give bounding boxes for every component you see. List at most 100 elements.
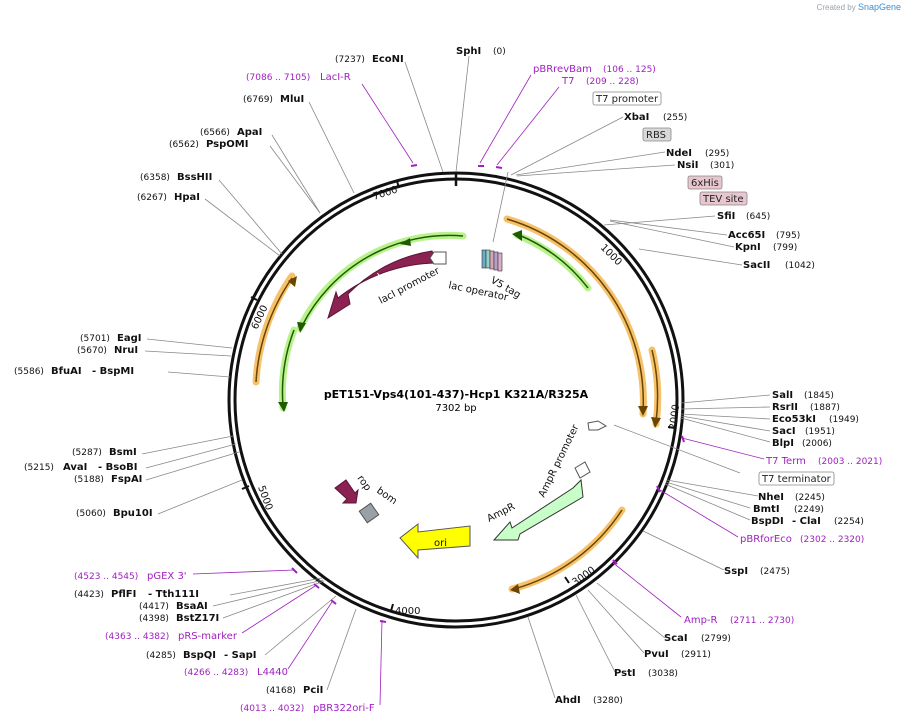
site-label-AvaI: AvaI — [63, 462, 87, 473]
site-coord-BssHII: (6358) — [140, 173, 170, 183]
primer-coord-LacI-R: (7086 .. 7105) — [246, 73, 310, 83]
svg-text:T7 terminator: T7 terminator — [761, 474, 832, 485]
primer-label-T7: T7 — [561, 76, 574, 87]
site-coord-NdeI: (295) — [705, 149, 729, 159]
site-label-Acc65I: Acc65I — [728, 230, 765, 241]
primer-coord-L4440: (4266 .. 4283) — [184, 668, 248, 678]
site-coord-ScaI: (2799) — [701, 634, 731, 644]
site-coord-FspAI: (5188) — [74, 475, 104, 485]
rop-feature — [334, 479, 359, 504]
site-coord-BsaAI: (4417) — [139, 602, 169, 612]
primer-label-pGEX3: pGEX 3' — [147, 571, 187, 582]
credit-prefix: Created by — [816, 3, 856, 12]
enzyme-leader-lines — [141, 55, 771, 699]
site-coord-NruI: (5670) — [77, 346, 107, 356]
site-coord-PciI: (4168) — [266, 686, 296, 696]
boxed-label-6xhis: 6xHis — [687, 175, 723, 190]
orf-arrow-bottom-head — [510, 584, 520, 594]
bom-label: bom — [374, 485, 399, 507]
laci-promoter-arrow — [429, 251, 447, 265]
orf-arrow-left-head — [288, 276, 297, 287]
tick-label-3000: 3000 — [570, 565, 597, 589]
site-coord-BstZ17I: (4398) — [139, 614, 169, 624]
site-coord-SspI: (2475) — [760, 567, 790, 577]
t7-term-arrow — [587, 420, 608, 431]
site-label-BmtI: BmtI — [753, 504, 780, 515]
site-label-BstZ17I: BstZ17I — [176, 613, 219, 624]
boxed-label-t7-promoter: T7 promoter — [592, 91, 662, 106]
site-coord-Eco53kI: (1949) — [829, 415, 859, 425]
site-coord-BsmI: (5287) — [72, 448, 102, 458]
site-coord-PflFI: (4423) — [74, 590, 104, 600]
site-coord-EagI: (5701) — [80, 334, 110, 344]
site-label-ClaI: - ClaI — [792, 516, 821, 527]
tick-label-2000: 2000 — [668, 404, 682, 431]
site-label-PflFI: PflFI — [111, 589, 136, 600]
primer-coord-T7: (209 .. 228) — [586, 77, 639, 87]
site-coord-MluI: (6769) — [243, 95, 273, 105]
site-label-AhdI: AhdI — [555, 695, 581, 706]
site-label-SfiI: SfiI — [717, 211, 735, 222]
green-arrow-upper — [518, 234, 589, 289]
primer-label-pBRforEco: pBRforEco — [740, 534, 792, 545]
site-label-Eco53kI: Eco53kI — [772, 414, 816, 425]
site-label-NdeI: NdeI — [666, 148, 692, 159]
ampr-feature — [492, 478, 584, 541]
green-arrow-left — [281, 329, 295, 407]
site-label-FspAI: FspAI — [111, 474, 142, 485]
site-label-BspQI: BspQI — [183, 650, 216, 661]
bom-feature — [358, 502, 380, 524]
snapgene-logo-text: SnapGene — [857, 2, 901, 12]
site-label-NruI: NruI — [114, 345, 138, 356]
green-arrow-left-head — [278, 402, 288, 412]
orf-arrow-main — [506, 218, 645, 413]
site-label-ApaI: ApaI — [237, 127, 262, 138]
tick-label-4000: 4000 — [395, 606, 420, 617]
site-label-NheI: NheI — [758, 492, 784, 503]
site-coord-Bpu10I: (5060) — [76, 509, 106, 519]
site-coord-RsrII: (1887) — [810, 403, 840, 413]
site-label-BssHII: BssHII — [177, 172, 212, 183]
tick-marks — [241, 180, 676, 612]
primer-coord-pRS-marker: (4363 .. 4382) — [105, 632, 169, 642]
green-arrow-top-head — [297, 322, 306, 333]
primer-label-pRS-marker: pRS-marker — [178, 631, 238, 642]
site-label-SacII: SacII — [743, 260, 770, 271]
site-label-RsrII: RsrII — [772, 402, 798, 413]
site-label-BspMI: - BspMI — [92, 366, 134, 377]
boxed-label-rbs: RBS — [642, 127, 672, 142]
green-arrow-top — [301, 234, 464, 327]
orf-arrow-right-head — [651, 417, 661, 428]
svg-text:6xHis: 6xHis — [691, 178, 719, 189]
ori-feature — [399, 522, 471, 560]
site-coord-BlpI: (2006) — [802, 439, 832, 449]
svg-text:T7 promoter: T7 promoter — [595, 94, 659, 105]
site-coord-SalI: (1845) — [804, 391, 834, 401]
site-label-BsoBI: - BsoBI — [98, 462, 137, 473]
orf-arrow-bottom — [513, 509, 623, 590]
site-label-MluI: MluI — [280, 94, 304, 105]
ampr-promoter-arrow — [574, 461, 591, 479]
site-label-PstI: PstI — [614, 668, 636, 679]
primer-label-LacI-R: LacI-R — [320, 72, 351, 83]
site-label-PciI: PciI — [303, 685, 323, 696]
site-coord-XbaI: (255) — [663, 113, 687, 123]
site-coord-ApaI: (6566) — [200, 128, 230, 138]
site-label-NsiI: NsiI — [677, 160, 698, 171]
site-label-BspDI: BspDI — [751, 516, 784, 527]
site-coord-SfiI: (645) — [746, 212, 770, 222]
primer-marks — [291, 164, 685, 623]
site-label-BfuAI: BfuAI — [51, 366, 82, 377]
ampr-label: AmpR — [485, 501, 517, 524]
site-coord-BmtI: (2249) — [794, 505, 824, 515]
tick-label-1000: 1000 — [598, 242, 624, 268]
site-coord-BspQI: (4285) — [146, 651, 176, 661]
site-coord-SacI: (1951) — [805, 427, 835, 437]
orf-arrow-right — [651, 349, 659, 423]
site-label-SalI: SalI — [772, 390, 793, 401]
site-label-Bpu10I: Bpu10I — [113, 508, 153, 519]
site-label-SacI: SacI — [772, 426, 796, 437]
site-coord-AhdI: (3280) — [593, 696, 623, 706]
green-arrow-top-mid-head — [400, 238, 411, 246]
site-coord-KpnI: (799) — [773, 243, 797, 253]
